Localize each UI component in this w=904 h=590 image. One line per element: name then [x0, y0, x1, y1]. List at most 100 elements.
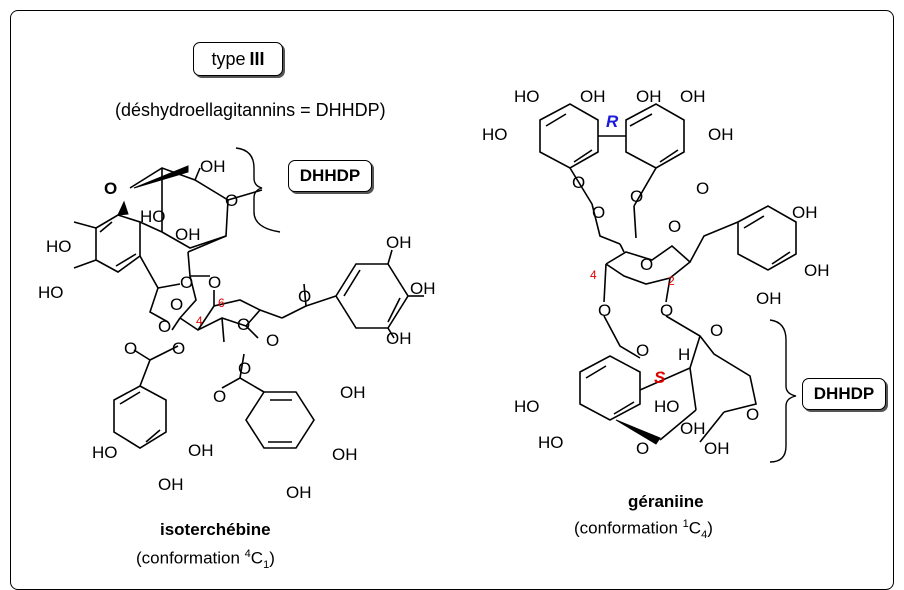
- bond: [639, 367, 691, 391]
- bond: [633, 167, 657, 207]
- bond: [665, 315, 757, 413]
- stereo-s: S: [654, 368, 666, 387]
- bond: [133, 349, 151, 361]
- bond: [613, 401, 635, 415]
- dhhdp-right-label: DHHDP: [813, 384, 875, 403]
- bond: [73, 221, 97, 229]
- atom-o: O: [208, 273, 222, 292]
- bond: [585, 365, 607, 379]
- atom-o: O: [598, 301, 612, 320]
- bond: [139, 221, 163, 233]
- bond: [187, 235, 227, 253]
- bond: [221, 317, 225, 343]
- bond: [343, 269, 361, 297]
- aromatic-ring: [245, 391, 315, 449]
- bond: [545, 113, 567, 127]
- wedge-bond: [133, 165, 189, 189]
- atom-o: O: [636, 341, 650, 360]
- compound-left-conformation: (conformation 4C1): [136, 548, 275, 571]
- type-label: type: [211, 48, 246, 69]
- bond: [99, 221, 113, 233]
- atom-o: O: [180, 273, 194, 292]
- bond: [665, 277, 671, 303]
- bond: [179, 299, 262, 331]
- atom-o: O: [592, 203, 606, 222]
- bond: [659, 409, 697, 441]
- bond: [689, 367, 697, 411]
- atom-o: O: [172, 339, 186, 358]
- type-box: type III: [193, 42, 283, 76]
- aromatic-ring: [539, 103, 599, 169]
- conf-prefix: (conformation: [136, 548, 245, 568]
- type-numeral: III: [249, 48, 265, 69]
- atom-o: O: [238, 359, 252, 378]
- bond: [387, 327, 395, 339]
- atom-o: O: [746, 405, 760, 424]
- compound-right-name: géraniine: [628, 492, 704, 511]
- dhhdp-left-label: DHHDP: [299, 166, 361, 185]
- stereo-r: R: [606, 112, 619, 131]
- atom-o: O: [124, 339, 138, 358]
- atom-oh: OH: [340, 383, 366, 402]
- conf-letter: C: [688, 518, 702, 538]
- conf-suffix: ): [269, 548, 275, 568]
- conf-sub: 1: [263, 559, 270, 572]
- atom-oh: OH: [680, 419, 706, 438]
- atom-oh: OH: [804, 261, 830, 280]
- locant-4: 4: [196, 314, 203, 328]
- atom-oh: OH: [704, 439, 730, 458]
- atom-ho: HO: [538, 433, 564, 452]
- atom-ho: HO: [38, 283, 64, 302]
- atom-oh: OH: [175, 225, 201, 244]
- conf-suffix: ): [707, 518, 713, 538]
- atom-o: O: [266, 331, 280, 350]
- bond: [139, 255, 169, 323]
- aromatic-ring: [737, 205, 797, 271]
- bond: [157, 283, 181, 289]
- atom-oh: OH: [332, 445, 358, 464]
- bond: [221, 377, 241, 389]
- atom-o: O: [640, 255, 654, 274]
- atom-oh: OH: [636, 87, 662, 106]
- atom-ho: HO: [654, 397, 680, 416]
- left-brace: [235, 147, 281, 233]
- atom-ho: HO: [46, 237, 72, 256]
- bond: [145, 429, 161, 443]
- atom-oh: OH: [188, 441, 214, 460]
- atom-oh: OH: [386, 233, 412, 252]
- right-brace: [769, 319, 797, 463]
- bond: [603, 315, 641, 359]
- bond: [179, 251, 197, 319]
- bond: [171, 317, 181, 331]
- bond: [194, 167, 201, 181]
- bond: [387, 249, 393, 265]
- bond: [119, 391, 141, 405]
- atom-o: O: [237, 315, 251, 334]
- conf-letter: C: [250, 548, 264, 568]
- atom-oh: OH: [386, 329, 412, 348]
- bond: [115, 253, 137, 267]
- bond: [73, 259, 97, 269]
- bond: [743, 215, 765, 229]
- bond: [573, 149, 593, 163]
- dhhdp-box-left: DHHDP: [288, 160, 372, 192]
- atom-o: O: [636, 439, 650, 458]
- atom-oh: OH: [200, 157, 226, 176]
- atom-ho: HO: [92, 443, 118, 462]
- atom-ho: HO: [514, 397, 540, 416]
- locant-2: 2: [668, 274, 675, 288]
- bond: [305, 295, 337, 307]
- atom-o: O: [696, 179, 710, 198]
- bond: [771, 251, 791, 265]
- dhhdp-box-right: DHHDP: [802, 378, 886, 410]
- atom-o: O: [710, 321, 724, 340]
- brackets: [235, 147, 797, 463]
- bond: [569, 167, 593, 205]
- atom-oh: OH: [410, 279, 436, 298]
- atom-o: O: [572, 173, 586, 192]
- compound-right-conformation: (conformation 1C4): [574, 518, 713, 541]
- atom-o: O: [630, 187, 644, 206]
- wedge-bond: [615, 419, 661, 445]
- compound-left-name: isoterchébine: [160, 520, 271, 539]
- atom-oh: OH: [286, 483, 312, 502]
